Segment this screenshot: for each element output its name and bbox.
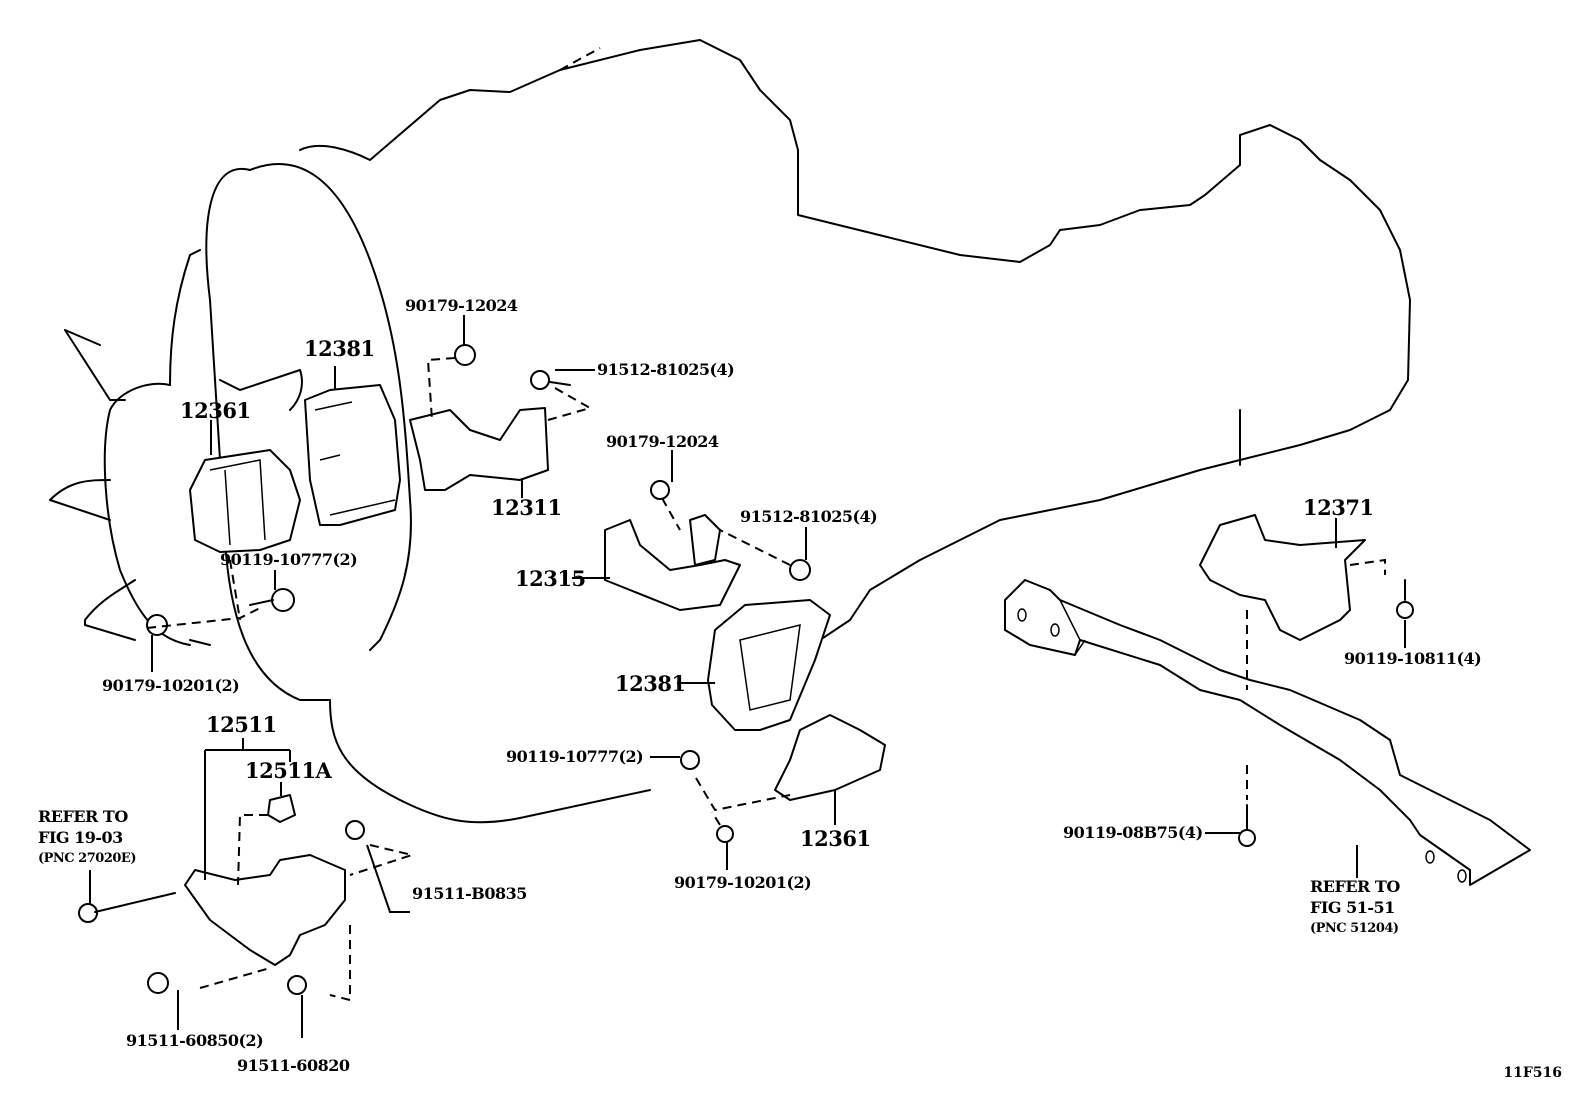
- part-label-91511-60820[interactable]: 91511-60820: [237, 1056, 350, 1075]
- bracket-12315: [604, 514, 741, 611]
- reference-line-1: REFER TO: [1310, 877, 1400, 896]
- front-mount-12361-mid: [774, 714, 886, 801]
- reference-line-2: FIG 19-03: [38, 828, 123, 847]
- part-label-90119-10777[interactable]: 90119-10777(2): [220, 550, 358, 569]
- insulator-12381-left: [304, 384, 401, 526]
- part-label-90179-12024[interactable]: 90179-12024: [606, 432, 719, 451]
- part-label-12315[interactable]: 12315: [515, 566, 586, 591]
- part-label-90179-12024[interactable]: 90179-12024: [405, 296, 518, 315]
- crossmember: [1004, 579, 1531, 886]
- part-label-12371[interactable]: 12371: [1303, 495, 1374, 520]
- bracket-12511: [184, 794, 346, 966]
- part-label-12361[interactable]: 12361: [180, 398, 251, 423]
- part-label-90119-10811[interactable]: 90119-10811(4): [1344, 649, 1482, 668]
- fasteners: [78, 344, 1414, 995]
- rear-mount-12371: [1199, 514, 1366, 641]
- part-label-91511-60850[interactable]: 91511-60850(2): [126, 1031, 264, 1050]
- part-label-90179-10201[interactable]: 90179-10201(2): [102, 676, 240, 695]
- part-label-91511-b0835[interactable]: 91511-B0835: [412, 884, 527, 903]
- part-label-90119-10777[interactable]: 90119-10777(2): [506, 747, 644, 766]
- part-label-12381[interactable]: 12381: [304, 336, 375, 361]
- reference-pnc: (PNC 27020E): [38, 851, 136, 866]
- leader-lines: [89, 315, 1406, 1038]
- front-mount-12361-left: [189, 449, 301, 553]
- part-label-90119-08b75[interactable]: 90119-08B75(4): [1063, 823, 1203, 842]
- part-label-12361[interactable]: 12361: [800, 826, 871, 851]
- reference-pnc: (PNC 51204): [1310, 921, 1399, 936]
- insulator-12381-mid: [707, 599, 831, 731]
- part-label-91512-81025[interactable]: 91512-81025(4): [597, 360, 735, 379]
- part-label-12311[interactable]: 12311: [491, 495, 562, 520]
- part-label-12511[interactable]: 12511: [206, 712, 277, 737]
- reference-note-fig-19-03[interactable]: REFER TO FIG 19-03 (PNC 27020E): [38, 806, 136, 869]
- cooling-fan: [49, 249, 303, 646]
- bracket-12311: [409, 407, 549, 491]
- part-label-12381[interactable]: 12381: [615, 671, 686, 696]
- reference-line-2: FIG 51-51: [1310, 898, 1395, 917]
- part-label-12511a[interactable]: 12511A: [245, 758, 332, 783]
- reference-note-fig-51-51[interactable]: REFER TO FIG 51-51 (PNC 51204): [1310, 876, 1400, 939]
- alignment-lines: [146, 357, 1386, 1002]
- part-label-91512-81025[interactable]: 91512-81025(4): [740, 507, 878, 526]
- part-label-90179-10201[interactable]: 90179-10201(2): [674, 873, 812, 892]
- reference-line-1: REFER TO: [38, 807, 128, 826]
- figure-id: 11F516: [1503, 1065, 1562, 1081]
